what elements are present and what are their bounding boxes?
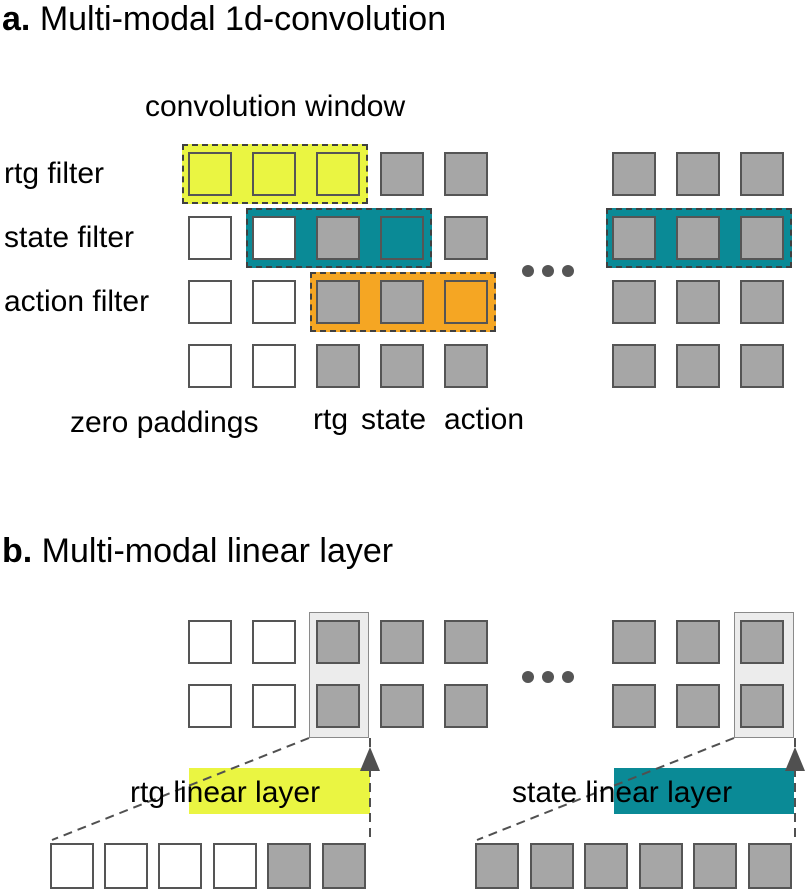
token-cell <box>530 843 574 889</box>
padding-cell <box>213 843 257 889</box>
rtg-label: rtg <box>313 403 349 436</box>
state-token-cell <box>380 216 424 260</box>
ellipsis-dots <box>522 264 582 282</box>
token-cell <box>444 152 488 196</box>
padding-cell <box>50 843 94 889</box>
token-cell <box>380 152 424 196</box>
token-cell <box>322 843 366 889</box>
token-cell <box>612 344 656 388</box>
panel-b-title: b. Multi-modal linear layer <box>2 534 393 568</box>
token-cell <box>612 684 656 728</box>
action-label: action <box>444 403 525 436</box>
token-cell <box>740 684 784 728</box>
token-cell <box>584 843 628 889</box>
state-linear-layer-box <box>614 768 794 814</box>
token-cell <box>612 152 656 196</box>
token-cell <box>316 216 360 260</box>
token-cell <box>380 684 424 728</box>
token-cell <box>267 843 311 889</box>
token-cell <box>693 843 737 889</box>
token-cell <box>676 684 720 728</box>
action-filter-label: action filter <box>4 285 150 318</box>
padding-cell <box>252 216 296 260</box>
padding-cell <box>188 216 232 260</box>
token-cell <box>316 620 360 664</box>
padding-cell <box>188 684 232 728</box>
token-cell <box>740 152 784 196</box>
state-filter-label: state filter <box>4 221 135 254</box>
token-cell <box>380 620 424 664</box>
padding-cell <box>252 344 296 388</box>
ellipsis-dots <box>522 670 582 688</box>
token-cell <box>612 620 656 664</box>
panel-b-prefix: b. <box>2 532 33 570</box>
token-cell <box>316 344 360 388</box>
padding-cell <box>158 843 202 889</box>
token-cell <box>740 280 784 324</box>
token-cell <box>676 344 720 388</box>
state-label: state <box>361 403 427 436</box>
token-cell <box>740 344 784 388</box>
token-cell <box>740 620 784 664</box>
padding-cell <box>252 152 296 196</box>
padding-cell <box>188 344 232 388</box>
rtg-filter-label: rtg filter <box>4 157 105 190</box>
token-cell <box>639 843 683 889</box>
rtg-token-cell <box>316 152 360 196</box>
padding-cell <box>104 843 148 889</box>
token-cell <box>676 620 720 664</box>
token-cell <box>612 216 656 260</box>
padding-cell <box>252 684 296 728</box>
token-cell <box>380 344 424 388</box>
convolution-window-label: convolution window <box>145 90 406 123</box>
token-cell <box>676 152 720 196</box>
token-cell <box>444 344 488 388</box>
zero-paddings-label: zero paddings <box>70 406 259 439</box>
rtg-linear-layer-box <box>189 768 370 814</box>
token-cell <box>444 684 488 728</box>
padding-cell <box>252 620 296 664</box>
padding-cell <box>252 280 296 324</box>
token-cell <box>748 843 792 889</box>
token-cell <box>316 684 360 728</box>
panel-a-title-text: Multi-modal 1d-convolution <box>39 0 447 38</box>
panel-b-title-text: Multi-modal linear layer <box>41 532 394 570</box>
token-cell <box>475 843 519 889</box>
token-cell <box>444 216 488 260</box>
token-cell <box>444 620 488 664</box>
rtg-linear-layer-label: rtg linear layer <box>130 776 321 809</box>
token-cell <box>740 216 784 260</box>
token-cell <box>612 280 656 324</box>
padding-cell <box>188 280 232 324</box>
state-linear-layer-label: state linear layer <box>512 776 733 809</box>
padding-cell <box>188 620 232 664</box>
action-token-cell <box>444 280 488 324</box>
token-cell <box>676 216 720 260</box>
token-cell <box>676 280 720 324</box>
panel-a-prefix: a. <box>2 0 31 38</box>
token-cell <box>380 280 424 324</box>
padding-cell <box>188 152 232 196</box>
token-cell <box>316 280 360 324</box>
panel-a-title: a. Multi-modal 1d-convolution <box>2 2 446 36</box>
